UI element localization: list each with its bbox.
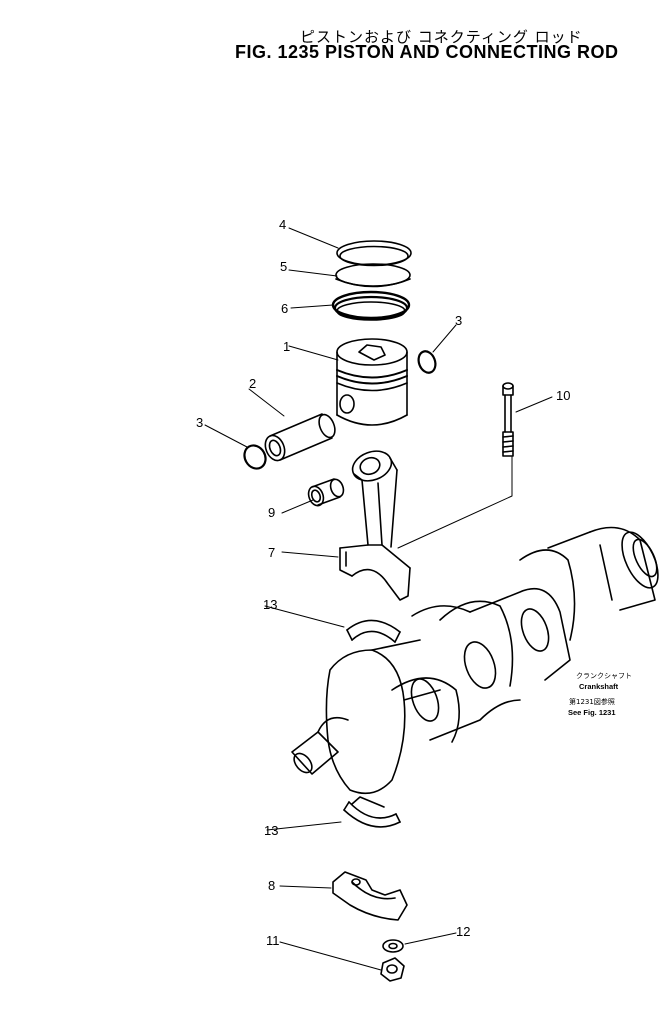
piston-ring-second [335, 263, 411, 288]
bearing-lower [343, 796, 401, 828]
crankshaft-note: クランクシャフト Crankshaft 第1231図参照 See Fig. 12… [568, 672, 632, 717]
callout-11: 11 [266, 933, 280, 948]
callout-10: 10 [556, 388, 570, 403]
callout-4: 4 [279, 217, 286, 232]
crankshaft-note-english: Crankshaft [579, 682, 619, 691]
callout-3-right: 3 [455, 313, 462, 328]
crankshaft [291, 526, 659, 795]
piston [336, 338, 408, 426]
callout-13-lower: 13 [264, 823, 278, 838]
connecting-rod-bolt [502, 382, 514, 457]
callout-12: 12 [456, 924, 470, 939]
crankshaft-note-english-ref: See Fig. 1231 [568, 708, 616, 717]
snap-ring-right [417, 350, 437, 374]
callout-3-left: 3 [196, 415, 203, 430]
callout-2: 2 [249, 376, 256, 391]
callout-labels: 1 2 3 3 4 5 6 7 8 9 10 11 12 13 13 [196, 217, 570, 948]
crankshaft-note-japanese: クランクシャフト [576, 672, 632, 680]
connecting-rod [339, 450, 411, 601]
callout-5: 5 [280, 259, 287, 274]
bearing-upper [346, 619, 401, 643]
bushing [307, 478, 345, 507]
connecting-rod-cap [332, 871, 408, 921]
callout-6: 6 [281, 301, 288, 316]
callout-13-upper: 13 [263, 597, 277, 612]
piston-ring-oil [331, 290, 411, 321]
figure-title-japanese: ピストンおよび コネクティング ロッド [300, 28, 583, 46]
callout-7: 7 [268, 545, 275, 560]
piston-pin [264, 413, 336, 462]
callout-1: 1 [283, 339, 290, 354]
crankshaft-note-japanese-ref: 第1231図参照 [569, 697, 615, 706]
washer [382, 939, 404, 953]
piston-ring-top [336, 240, 412, 267]
callout-9: 9 [268, 505, 275, 520]
nut [380, 957, 405, 982]
leader-lines [204, 227, 553, 971]
snap-ring-left [243, 444, 267, 470]
callout-8: 8 [268, 878, 275, 893]
figure-title: FIG. 1235 PISTON AND CONNECTING ROD [235, 42, 619, 62]
